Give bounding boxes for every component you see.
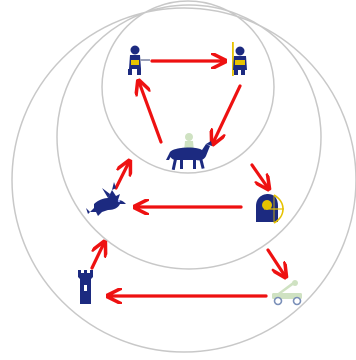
archer-icon	[256, 194, 284, 224]
knight-icon	[166, 133, 212, 171]
arrow-tower-to-dragon	[90, 243, 104, 270]
catapult-icon	[272, 280, 302, 306]
arrow-archer-to-catapult	[266, 248, 285, 276]
ring-inner	[101, 0, 275, 174]
ring-outer	[11, 7, 356, 353]
arrows	[90, 61, 285, 296]
arrow-dragon-to-knight	[114, 162, 129, 190]
arrow-spearman-to-knight	[213, 84, 242, 143]
swordsman-icon	[128, 45, 150, 75]
dragon-icon	[86, 182, 126, 216]
arrow-knight-to-swordsman	[139, 82, 163, 144]
arrow-knight-to-archer	[250, 163, 268, 188]
ring-middle	[56, 4, 322, 270]
spearman-icon	[232, 42, 247, 76]
tower-icon	[78, 270, 93, 304]
